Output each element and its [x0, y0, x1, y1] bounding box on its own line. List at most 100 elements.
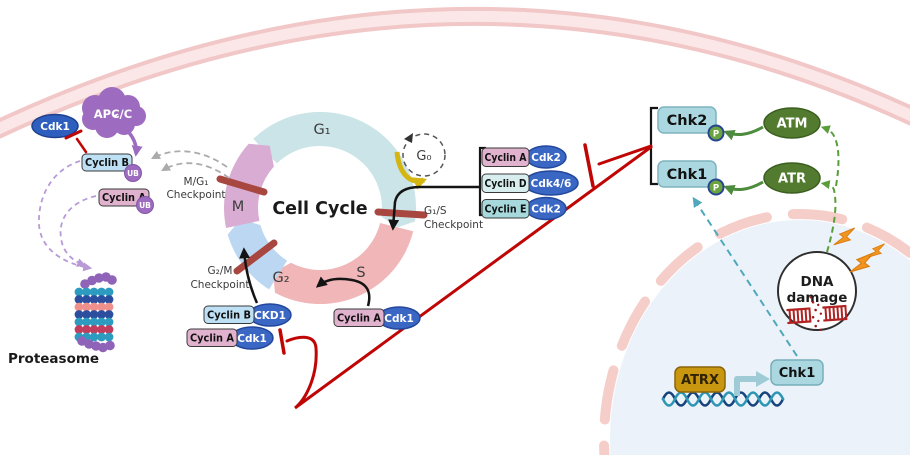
- cell-cycle-title: Cell Cycle: [272, 199, 367, 219]
- atm-ellipse: [763, 107, 821, 139]
- g2-to-m-arrow: [239, 247, 259, 304]
- chk2-box: [657, 106, 717, 134]
- apc-to-ub-arrow: [125, 128, 143, 157]
- g1-to-g0-arrow: [394, 151, 428, 190]
- cyclin-e-box: [481, 199, 530, 219]
- atm-to-chk2-arrow: [723, 125, 764, 141]
- transcription-arrowhead-icon: [756, 371, 770, 387]
- atr-label: ATR: [778, 172, 806, 187]
- mg1-to-ubiquitin-arrow: [151, 150, 228, 168]
- membrane-inner: [0, 10, 910, 135]
- cdk1-label: Cdk1: [384, 313, 414, 325]
- g1s-cyclin-complexes: Cdk2 Cyclin A Cdk4/6 Cyclin D Cdk2 Cycli…: [481, 145, 579, 221]
- atrx-box: [674, 366, 726, 393]
- chk2-label: Chk2: [667, 113, 708, 129]
- cdk1-label: Cdk1: [237, 333, 267, 345]
- phospho-label: P: [713, 129, 719, 139]
- cdk1-ellipse: [31, 113, 79, 139]
- s-to-g2-arrow: [315, 276, 371, 307]
- checkpoint-kinase-cluster: Chk2 Chk1 P P ATM ATR: [649, 106, 821, 196]
- lightning-icon: [867, 243, 885, 258]
- phase-label-m: M: [232, 199, 245, 215]
- nuclear-envelope: [599, 209, 910, 455]
- cyclin-a-label: Cyclin A: [102, 192, 147, 204]
- phospho-badge-chk2: [707, 124, 725, 142]
- chk1-label: Chk1: [667, 167, 708, 183]
- dna-helix-strand-teal: [661, 391, 785, 407]
- cdk1-label: Cdk1: [40, 121, 70, 133]
- mg1-checkpoint-label-line1: M/G₁: [184, 176, 209, 188]
- ub-badge: [136, 196, 154, 214]
- lightning-bolts: [833, 227, 885, 273]
- dna-damage-signal-arrows: [820, 125, 840, 253]
- chk1-box: [657, 160, 717, 188]
- cyclin-b-label: Cyclin B: [207, 310, 251, 322]
- nuclear-chk1-label: Chk1: [779, 366, 816, 381]
- inhibition-lines: [278, 143, 653, 410]
- nuclear-chk1-box: [770, 359, 824, 386]
- cyclin-b-box: [203, 305, 255, 324]
- proteasome-label: Proteasome: [8, 351, 99, 367]
- cyclin-a-box: [186, 328, 238, 347]
- ckd1-label: CKD1: [254, 310, 286, 322]
- nuclear-chk1-to-chk1-arrow: [692, 196, 798, 357]
- mg1-to-ubiquitin-arrow: [161, 162, 230, 179]
- cdk2-label: Cdk2: [531, 152, 561, 164]
- phospho-badge-chk1: [707, 178, 725, 196]
- dna-damage-to-atm-arrow: [820, 125, 840, 187]
- checkpoint-bar-g1s: [374, 208, 428, 219]
- inhibition-tbar-g2m: [278, 328, 286, 355]
- cyclin-d-box: [481, 173, 530, 193]
- cdk46-label: Cdk4/6: [531, 178, 572, 190]
- lightning-icon: [833, 227, 855, 246]
- phase-label-g1: G₁: [313, 122, 330, 138]
- s-phase-cyclin-complex: Cdk1 Cyclin A: [333, 306, 421, 330]
- checkpoint-bar-mg1: [216, 175, 268, 196]
- g1s-checkpoint-label-line2: Checkpoint: [424, 219, 483, 231]
- cyclin-b-inhibits-cdk1-tbar: [64, 129, 83, 140]
- cyclin-d-label: Cyclin D: [485, 178, 527, 190]
- lightning-icon: [849, 252, 875, 273]
- cdk2-label: Cdk2: [531, 204, 561, 216]
- cell-membrane: [0, 6, 910, 139]
- atr-ellipse: [763, 162, 821, 194]
- atrx-transcription-group: ATRX Chk1: [661, 359, 824, 407]
- g2m-cyclin-complexes: CKD1 Cyclin B Cdk1 Cyclin A: [186, 303, 292, 350]
- proteasome-icon: [74, 272, 117, 353]
- mg1-checkpoint-label-line2: Checkpoint: [166, 189, 225, 201]
- cell-cycle-ring: Cell Cycle G₁ S G₂ M: [216, 111, 428, 305]
- broken-dna-icon: [786, 296, 848, 331]
- apc-label: APC/C: [94, 107, 132, 121]
- degradation-arrow-cyclin-b: [38, 160, 93, 272]
- dna-damage-to-atr-arrow: [820, 180, 837, 253]
- cyclin-a-label: Cyclin A: [485, 152, 528, 164]
- g0-label: G₀: [416, 149, 431, 164]
- nucleus-body: [610, 220, 910, 455]
- g0-circle: [402, 133, 446, 177]
- cyclin-a-label: Cyclin A: [337, 313, 382, 325]
- transcription-arrow-icon: [734, 376, 757, 396]
- ub-label: UB: [127, 169, 139, 178]
- phase-label-g2: G₂: [272, 270, 289, 286]
- apc-cloud: [82, 87, 146, 138]
- g0-group: G₀: [394, 133, 446, 190]
- cyclin-a-box: [333, 308, 385, 327]
- cyclin-a-box: [481, 147, 530, 167]
- degradation-arrow-cyclin-a: [59, 195, 97, 267]
- ub-label: UB: [139, 201, 151, 210]
- degradation-pathway: APC/C Cdk1 Cyclin B UB Cyclin A UB: [31, 87, 230, 272]
- dna-damage-label-line2: damage: [787, 290, 848, 306]
- g0-return-arrowhead-icon: [404, 133, 413, 143]
- g2m-checkpoint-label-line2: Checkpoint: [190, 279, 249, 291]
- cyclin-b-box: [81, 153, 133, 172]
- atr-to-chk1-arrow: [723, 180, 764, 196]
- segment-g1: [253, 111, 417, 228]
- dna-damage-label-line1: DNA: [801, 274, 835, 290]
- checkpoint-bar-g2m: [233, 239, 278, 275]
- inhibition-tbar-g1s: [583, 143, 595, 188]
- ub-badge: [124, 164, 142, 182]
- segment-s: [273, 223, 414, 305]
- atrx-label: ATRX: [681, 373, 719, 388]
